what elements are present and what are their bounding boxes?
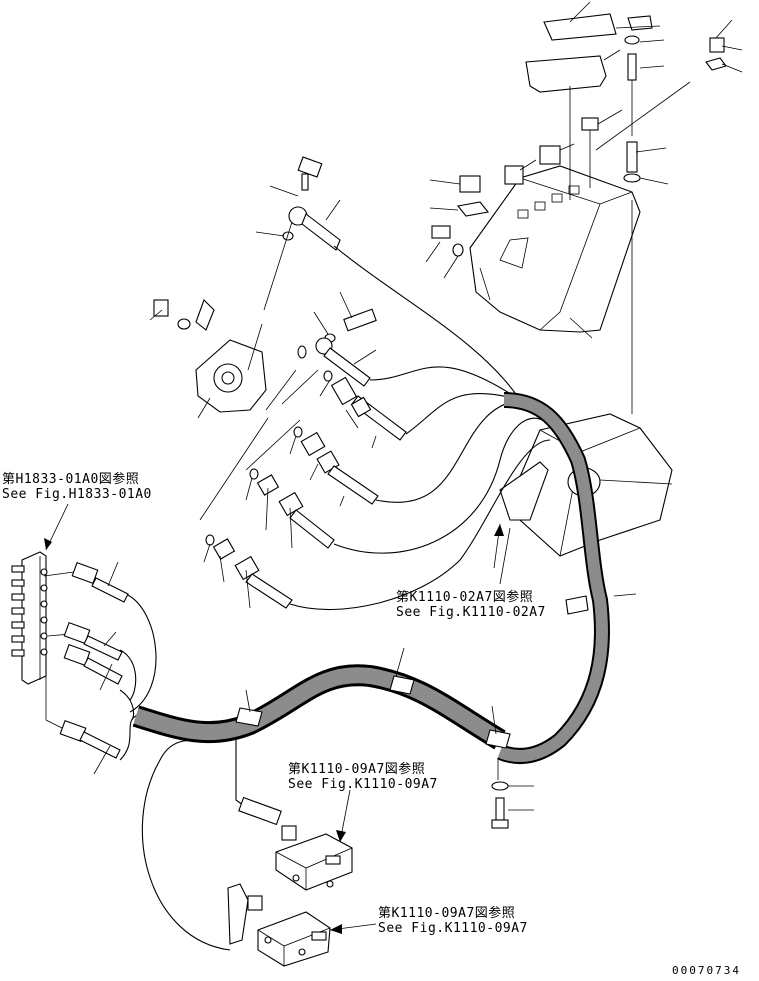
ref-h1833-jp: 第H1833-01A0図参照 <box>2 472 140 487</box>
ref-k1110-09-lower-jp: 第K1110-09A7図参照 <box>378 906 516 921</box>
ref-k1110-02: 第K1110-02A7図参照 See Fig.K1110-02A7 <box>396 590 546 620</box>
spiral-guard-upper <box>497 392 610 764</box>
ref-k1110-02-en: See Fig.K1110-02A7 <box>396 605 546 620</box>
ref-k1110-09-upper-jp: 第K1110-09A7図参照 <box>288 762 426 777</box>
hose-clamps <box>235 595 589 829</box>
spiral-guard-lower <box>132 664 506 750</box>
switch-parts <box>431 13 727 257</box>
ref-k1110-02-jp: 第K1110-02A7図参照 <box>396 590 534 605</box>
reference-arrows <box>44 503 504 934</box>
pilot-valve-lower <box>227 883 331 967</box>
ref-k1110-09-lower: 第K1110-09A7図参照 See Fig.K1110-09A7 <box>378 906 528 936</box>
ref-k1110-09-upper-en: See Fig.K1110-09A7 <box>288 777 438 792</box>
ref-k1110-09-upper: 第K1110-09A7図参照 See Fig.K1110-09A7 <box>288 762 438 792</box>
hose-fittings <box>205 156 407 609</box>
pilot-valve <box>149 299 267 419</box>
manifold-fittings <box>59 561 129 775</box>
leader-lines-left <box>199 185 377 609</box>
manifold-block <box>11 551 75 729</box>
console-housing <box>469 165 641 333</box>
leader-lines-top <box>425 1 743 414</box>
ref-k1110-09-lower-en: See Fig.K1110-09A7 <box>378 921 528 936</box>
pilot-valve-upper <box>238 796 353 891</box>
drawing-number: 00070734 <box>672 964 741 977</box>
ref-h1833-en: See Fig.H1833-01A0 <box>2 487 152 502</box>
ref-h1833: 第H1833-01A0図参照 See Fig.H1833-01A0 <box>2 472 152 502</box>
